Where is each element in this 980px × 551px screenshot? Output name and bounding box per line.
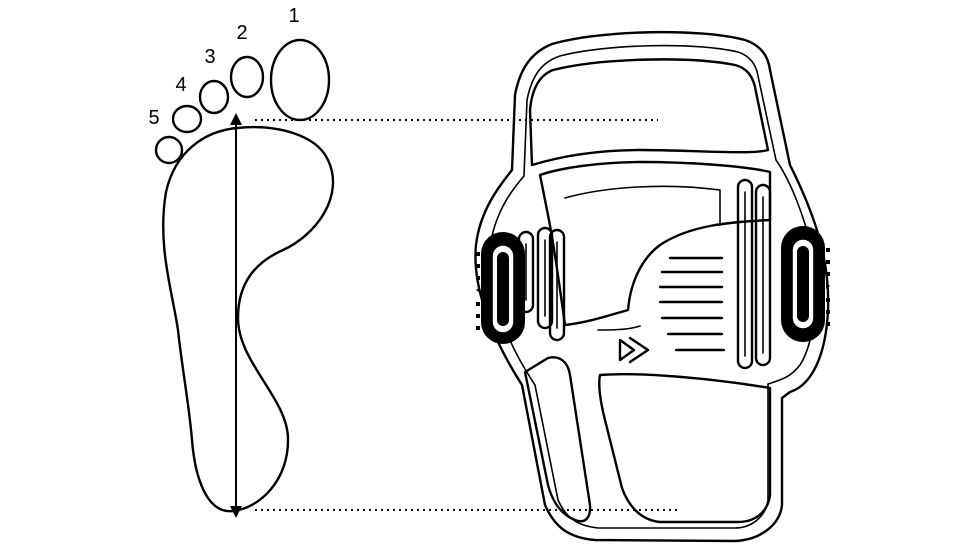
toe-label-3: 3 bbox=[204, 46, 215, 68]
right-screw-slots bbox=[736, 178, 772, 370]
left-screw-slots bbox=[517, 226, 566, 342]
toe-label-4: 4 bbox=[175, 74, 186, 96]
pad-upper-ridge bbox=[564, 185, 721, 226]
footpad-icon bbox=[474, 30, 830, 543]
pad-arch-curve bbox=[597, 325, 641, 331]
pad-heel-panel bbox=[598, 373, 772, 524]
left-strap-slot bbox=[476, 232, 525, 344]
toe-4 bbox=[171, 104, 203, 134]
arch-grooves bbox=[658, 256, 726, 352]
toe-label-2: 2 bbox=[236, 22, 247, 44]
pad-outer-outline bbox=[474, 30, 830, 543]
toe-label-1: 1 bbox=[288, 5, 299, 27]
toe-1 bbox=[269, 38, 331, 122]
pad-inner-outline bbox=[488, 44, 816, 529]
brand-logo-icon bbox=[618, 336, 650, 364]
pad-heel-left-panel bbox=[523, 356, 592, 523]
foot-outline-icon bbox=[154, 38, 335, 513]
right-strap-slot bbox=[781, 226, 830, 342]
foot-sole bbox=[162, 126, 335, 513]
toe-2 bbox=[229, 55, 265, 99]
toe-3 bbox=[198, 79, 230, 115]
toe-label-5: 5 bbox=[148, 107, 159, 129]
toe-5 bbox=[154, 135, 184, 165]
pad-top-panel bbox=[528, 58, 770, 167]
